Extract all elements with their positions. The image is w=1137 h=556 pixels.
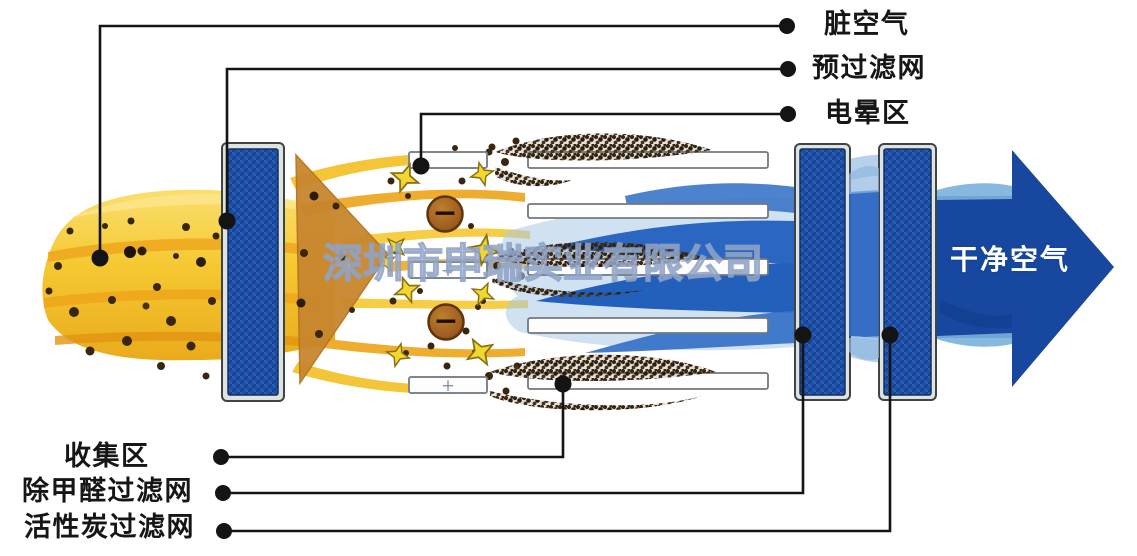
callout-line-corona-area — [419, 112, 788, 166]
pre-filter-panel — [221, 142, 285, 402]
negative-electrode-top: − — [426, 195, 464, 233]
callout-lines — [98, 24, 892, 533]
label-formaldehyde-filter: 除甲醛过滤网 — [22, 476, 193, 507]
positive-symbol: + — [441, 376, 455, 396]
clean-air-between-panels — [849, 166, 879, 360]
clean-air-arrow — [937, 150, 1114, 387]
positive-symbol: + — [441, 261, 455, 281]
dirty-air-arrowhead — [295, 153, 389, 386]
callout-line-collection-area — [221, 384, 565, 459]
collection-plate — [527, 203, 769, 219]
negative-symbol: − — [433, 304, 458, 339]
activated-carbon-filter-panel — [878, 143, 937, 401]
collection-plate — [527, 317, 769, 334]
ground-plate-bottom: + — [408, 376, 488, 396]
callout-line-dirty-air — [98, 24, 787, 258]
label-corona-area: 电晕区 — [825, 98, 911, 129]
label-dirty-air: 脏空气 — [824, 9, 910, 40]
callout-line-formaldehyde-filter — [223, 335, 805, 495]
callout-dots — [91, 18, 899, 539]
label-pre-filter: 预过滤网 — [812, 53, 926, 84]
label-activated-carbon-filter: 活性炭过滤网 — [24, 512, 195, 543]
label-collection-area: 收集区 — [64, 441, 150, 472]
negative-electrode-bottom: − — [427, 303, 465, 341]
collected-dust-clusters — [490, 133, 716, 411]
callout-line-pre-filter — [225, 67, 788, 221]
corona-region: + + − − — [372, 151, 503, 396]
ground-plate-middle: + — [408, 261, 488, 281]
callout-line-activated-carbon-filter — [224, 335, 892, 533]
negative-symbol: − — [432, 196, 457, 231]
label-clean-air: 干净空气 — [950, 243, 1071, 276]
